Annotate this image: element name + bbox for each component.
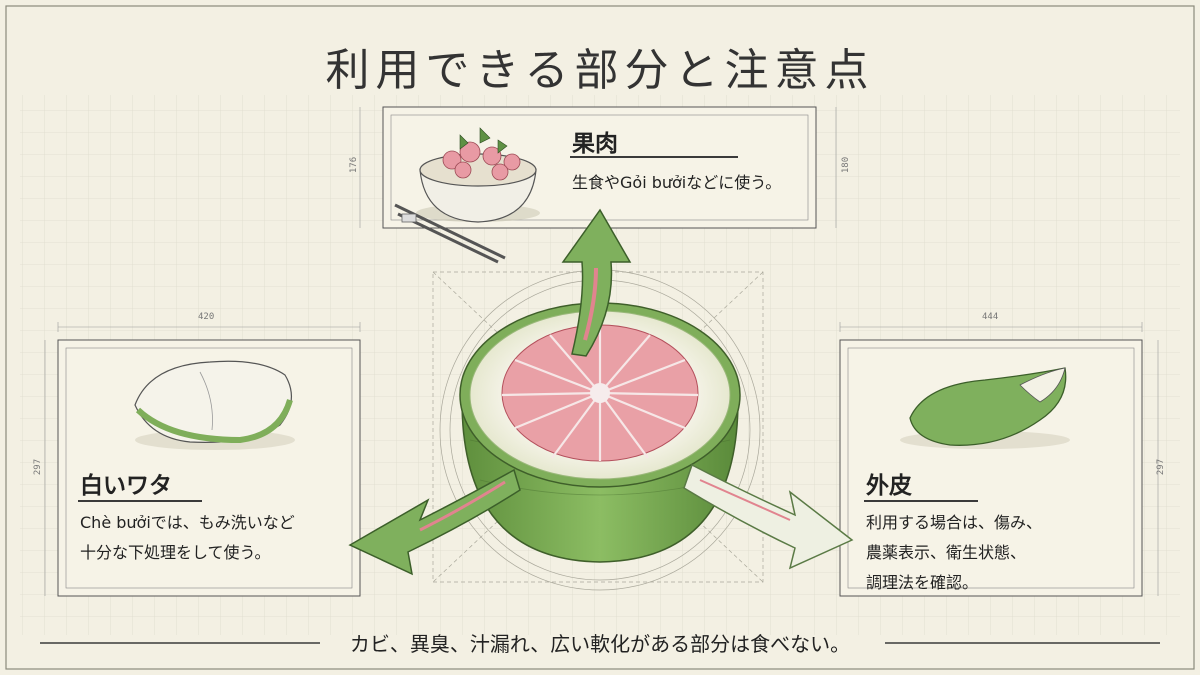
pith-dim-side: 297 <box>33 458 44 476</box>
pith-description: Chè bưởiでは、もみ洗いなど 十分な下処理をして使う。 <box>80 513 295 562</box>
pith-piece-icon <box>134 360 295 450</box>
pith-title: 白いワタ <box>80 473 172 499</box>
peel-description: 利用する場合は、傷み、 農薬表示、衛生状態、 調理法を確認。 <box>866 513 1043 592</box>
arrow-up-icon <box>561 208 632 357</box>
chopsticks-icon <box>394 203 506 264</box>
pith-title-rule <box>78 500 202 502</box>
flesh-title: 果肉 <box>572 131 618 157</box>
flesh-dim-right: 180 <box>841 156 852 174</box>
caution-note: カビ、異臭、汁漏れ、広い軟化がある部分は食べない。 <box>349 632 851 656</box>
page-title: 利用できる部分と注意点 <box>325 45 875 96</box>
peel-title-rule <box>864 500 978 502</box>
salad-bowl-icon <box>416 127 540 223</box>
peel-piece-icon <box>900 367 1070 449</box>
pomelo-half-icon <box>459 302 741 563</box>
pith-dim-top: 420 <box>198 312 215 322</box>
arrow-right-icon <box>683 463 854 570</box>
flesh-description: 生食やGỏi bưởiなどに使う。 <box>572 173 782 192</box>
arrow-left-icon <box>348 468 521 576</box>
flesh-title-rule <box>570 156 738 158</box>
flesh-dim-left: 176 <box>349 156 360 174</box>
peel-dim-top: 444 <box>982 312 999 322</box>
peel-dim-side: 297 <box>1156 458 1167 476</box>
peel-title: 外皮 <box>866 473 912 499</box>
